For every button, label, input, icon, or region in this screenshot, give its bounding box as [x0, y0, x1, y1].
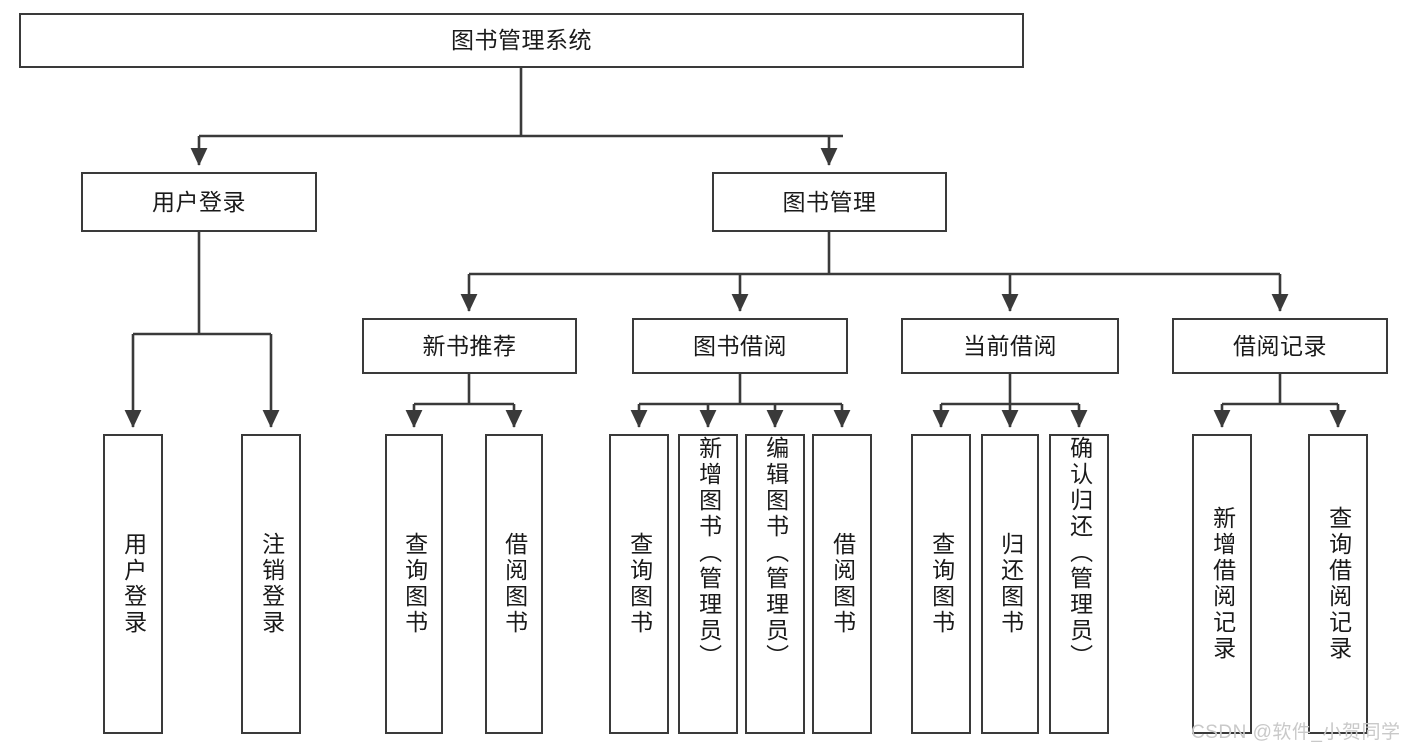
node-label: 注销登录: [258, 532, 285, 636]
leaf-current-confirm-return-admin[interactable]: 确认归还（管理员）: [1049, 434, 1109, 734]
node-book-borrowing[interactable]: 图书借阅: [632, 318, 848, 374]
node-label: 当前借阅: [963, 332, 1057, 359]
leaf-user-login[interactable]: 用户登录: [103, 434, 163, 734]
node-label: 新书推荐: [422, 332, 517, 359]
node-label: 归还图书: [997, 532, 1024, 636]
node-label: 图书借阅: [693, 332, 787, 359]
leaf-records-add-record[interactable]: 新增借阅记录: [1192, 434, 1252, 734]
node-label: 查询图书: [626, 532, 653, 636]
leaf-borrow-add-book-admin[interactable]: 新增图书（管理员）: [678, 434, 738, 734]
leaf-newbook-query-book[interactable]: 查询图书: [385, 434, 443, 734]
node-label: 借阅图书: [501, 532, 528, 636]
node-label: 图书管理: [782, 188, 877, 215]
leaf-user-logout[interactable]: 注销登录: [241, 434, 301, 734]
node-root-system[interactable]: 图书管理系统: [19, 13, 1024, 68]
node-label: 新增图书（管理员）: [695, 436, 722, 670]
node-label: 借阅图书: [829, 532, 856, 636]
node-label: 用户登录: [152, 188, 246, 215]
node-label: 新增借阅记录: [1209, 506, 1236, 662]
leaf-current-return-book[interactable]: 归还图书: [981, 434, 1039, 734]
leaf-records-query-record[interactable]: 查询借阅记录: [1308, 434, 1368, 734]
leaf-borrow-borrow-book[interactable]: 借阅图书: [812, 434, 872, 734]
leaf-borrow-query-book[interactable]: 查询图书: [609, 434, 669, 734]
node-new-book-recommendation[interactable]: 新书推荐: [362, 318, 577, 374]
node-label: 查询图书: [401, 532, 428, 636]
node-label: 图书管理系统: [451, 27, 592, 54]
node-label: 确认归还（管理员）: [1066, 436, 1093, 670]
leaf-newbook-borrow-book[interactable]: 借阅图书: [485, 434, 543, 734]
leaf-borrow-edit-book-admin[interactable]: 编辑图书（管理员）: [745, 434, 805, 734]
node-current-borrowing[interactable]: 当前借阅: [901, 318, 1119, 374]
leaf-current-query-book[interactable]: 查询图书: [911, 434, 971, 734]
node-label: 用户登录: [120, 532, 147, 636]
csdn-watermark: CSDN @软件_小贺同学: [1191, 722, 1401, 743]
node-label: 查询图书: [928, 532, 955, 636]
node-borrow-records[interactable]: 借阅记录: [1172, 318, 1388, 374]
node-label: 查询借阅记录: [1325, 506, 1352, 662]
node-book-management[interactable]: 图书管理: [712, 172, 947, 232]
node-user-login[interactable]: 用户登录: [81, 172, 317, 232]
node-label: 编辑图书（管理员）: [762, 436, 789, 670]
node-label: 借阅记录: [1233, 332, 1327, 359]
